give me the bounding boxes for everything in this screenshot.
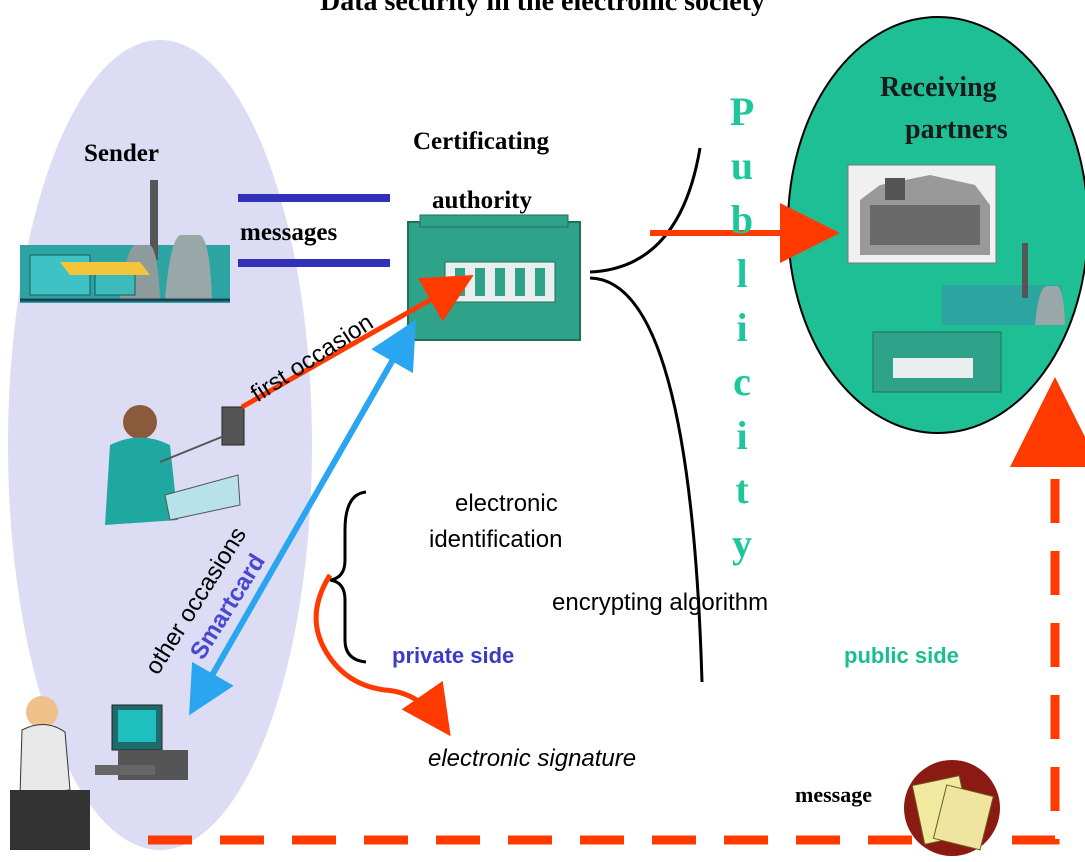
- publicity-letter: c: [733, 359, 751, 404]
- publicity-fork-lower-curve: [589, 276, 704, 683]
- message-return-dashed-path: [148, 377, 1085, 845]
- message-document-icon: [904, 760, 1000, 856]
- electronic-identification-line1: electronic: [455, 490, 558, 517]
- receivers-label-line1: Receiving: [880, 72, 997, 103]
- publicity-letter: y: [732, 521, 752, 566]
- publicity-letter: t: [735, 467, 749, 512]
- sender-label: Sender: [84, 140, 159, 167]
- certificating-authority-building-icon: [407, 214, 581, 341]
- receiver-office-building-icon: [847, 164, 997, 264]
- publicity-letter: i: [736, 305, 748, 350]
- publicity-letter: i: [736, 413, 748, 458]
- sender-factory-icon: [20, 180, 230, 303]
- encrypting-algorithm-label: encrypting algorithm: [552, 589, 769, 616]
- private-side-label: private side: [392, 643, 515, 668]
- message-label: message: [795, 782, 872, 807]
- messages-label: messages: [240, 219, 338, 246]
- publicity-letter: u: [730, 143, 754, 188]
- smartcard-double-arrow: [189, 319, 416, 716]
- electronic-signature-label: electronic signature: [428, 745, 637, 772]
- ca-label-line1: Certificating: [413, 128, 550, 155]
- publicity-letter: l: [736, 251, 748, 296]
- receiver-factory-icon: [942, 243, 1065, 325]
- publicity-letter: P: [729, 89, 755, 134]
- electronic-identification-line2: identification: [429, 526, 563, 553]
- publicity-fork-upper-curve: [589, 147, 702, 274]
- diagram-title: Data security in the electronic society: [319, 0, 766, 17]
- sender-person-computer-icon: [10, 696, 188, 850]
- publicity-letter: b: [730, 197, 754, 242]
- receiver-ca-building-icon: [872, 331, 1002, 393]
- public-side-label: public side: [844, 643, 959, 668]
- ca-label-line2: authority: [432, 187, 532, 214]
- electronic-identification-bracket: [329, 490, 367, 664]
- electronic-signature-arrow: [313, 573, 451, 737]
- receivers-label-line2: partners: [905, 114, 1008, 145]
- publicity-vertical-label: P u b l i c i t y: [722, 85, 762, 571]
